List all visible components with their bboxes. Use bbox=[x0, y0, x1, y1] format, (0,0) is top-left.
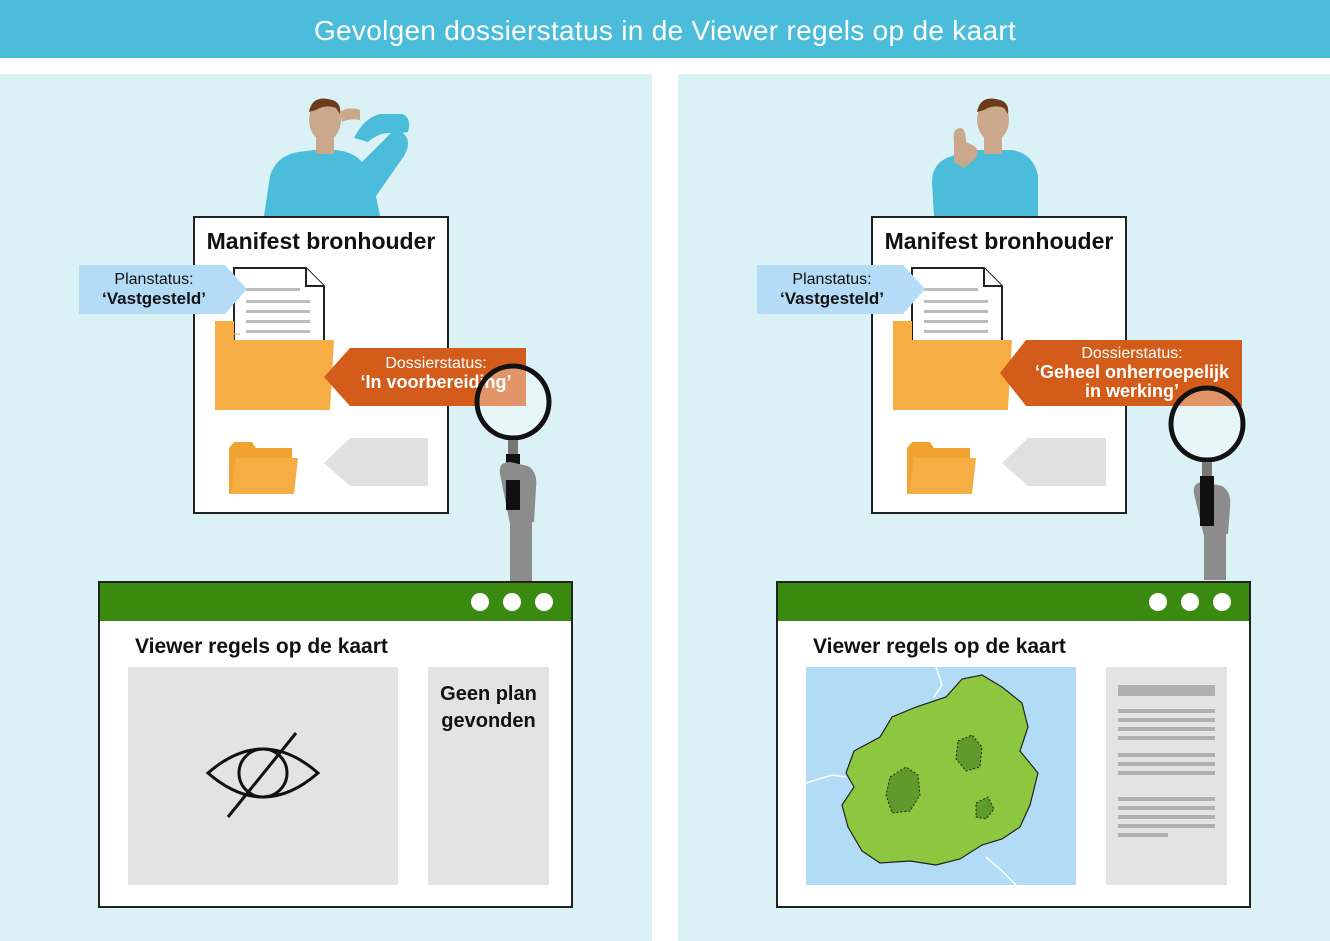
folder-icon bbox=[215, 321, 334, 410]
text-lines-icon bbox=[1118, 685, 1215, 837]
window-control-dot[interactable] bbox=[1181, 593, 1199, 611]
manifest-title: Manifest bronhouder bbox=[884, 228, 1114, 254]
window-control-dot[interactable] bbox=[503, 593, 521, 611]
planstatus-tag: Planstatus: ‘Vastgesteld’ bbox=[757, 265, 925, 314]
person-thumbs-up-icon bbox=[932, 98, 1038, 216]
planstatus-tag: Planstatus: ‘Vastgesteld’ bbox=[79, 265, 247, 314]
eye-crossed-out-icon bbox=[205, 732, 321, 818]
small-folder-icon bbox=[229, 442, 298, 494]
browser-title-bar bbox=[778, 583, 1249, 621]
planstatus-label: Planstatus: bbox=[792, 271, 872, 288]
magnifying-glass-icon bbox=[1168, 385, 1246, 580]
empty-status-arrow bbox=[1002, 438, 1106, 486]
dossierstatus-label: Dossierstatus: bbox=[385, 355, 487, 372]
document-icon bbox=[911, 267, 1003, 343]
viewer-title: Viewer regels op de kaart bbox=[813, 635, 1066, 658]
map-area[interactable] bbox=[806, 667, 1076, 885]
empty-status-arrow bbox=[324, 438, 428, 486]
dossierstatus-tag: Dossierstatus: ‘In voorbereiding’ bbox=[324, 348, 526, 406]
window-control-dot[interactable] bbox=[1149, 593, 1167, 611]
folder-icon bbox=[893, 321, 1012, 410]
document-icon bbox=[233, 267, 325, 343]
viewer-window: Viewer regels op de kaart bbox=[776, 581, 1251, 908]
planstatus-label: Planstatus: bbox=[114, 271, 194, 288]
no-plan-message: Geen plan gevonden bbox=[440, 683, 537, 732]
viewer-title: Viewer regels op de kaart bbox=[135, 635, 388, 658]
legend-panel: Geen plan gevonden bbox=[428, 667, 549, 885]
page-title: Gevolgen dossierstatus in de Viewer rege… bbox=[0, 0, 1330, 58]
map-icon bbox=[806, 667, 1039, 885]
person-scratching-head-icon bbox=[264, 98, 410, 216]
window-control-dot[interactable] bbox=[1213, 593, 1231, 611]
viewer-window: Viewer regels op de kaart Geen plan gevo… bbox=[98, 581, 573, 908]
panel-in-voorbereiding: Manifest bronhouder Planstatus: bbox=[0, 74, 652, 941]
dossierstatus-tag: Dossierstatus: ‘Geheel onherroepelijk in… bbox=[1000, 340, 1242, 406]
dossierstatus-value: ‘In voorbereiding’ bbox=[360, 372, 512, 392]
small-folder-icon bbox=[907, 442, 976, 494]
magnifying-glass-icon bbox=[474, 363, 552, 582]
window-control-dot[interactable] bbox=[535, 593, 553, 611]
dossierstatus-value-line2: in werking’ bbox=[1084, 381, 1180, 401]
dossierstatus-value-line1: ‘Geheel onherroepelijk bbox=[1034, 362, 1230, 382]
manifest-title: Manifest bronhouder bbox=[206, 228, 436, 254]
planstatus-value: ‘Vastgesteld’ bbox=[780, 289, 884, 308]
panel-geheel-onherroepelijk: Manifest bronhouder Planstatus: ‘Vastges… bbox=[678, 74, 1330, 941]
planstatus-value: ‘Vastgesteld’ bbox=[102, 289, 206, 308]
dossierstatus-label: Dossierstatus: bbox=[1081, 345, 1183, 362]
legend-panel bbox=[1106, 667, 1227, 885]
window-control-dot[interactable] bbox=[471, 593, 489, 611]
browser-title-bar bbox=[100, 583, 571, 621]
map-area bbox=[128, 667, 398, 885]
